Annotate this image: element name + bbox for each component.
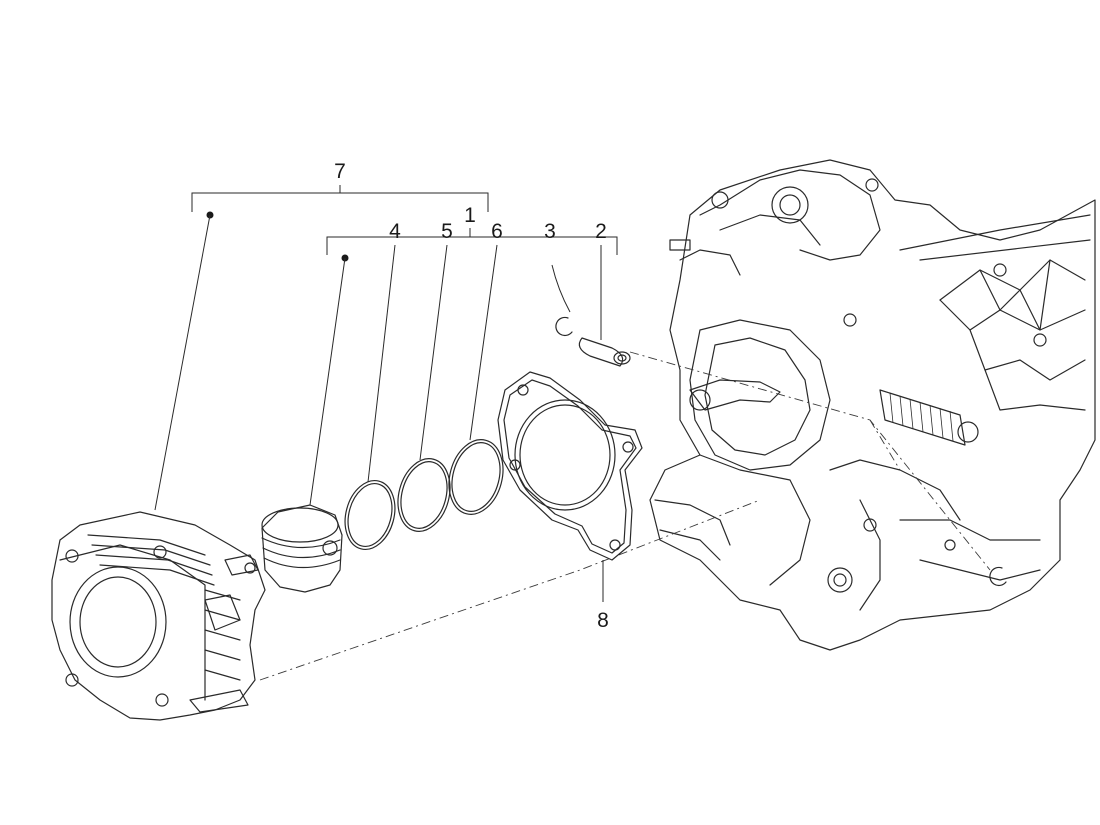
leader-lines bbox=[154, 211, 604, 602]
callout-1: 1 bbox=[464, 204, 476, 227]
assembly-axis-lines bbox=[259, 351, 991, 681]
piston-pin-clip bbox=[555, 316, 1007, 587]
callout-5: 5 bbox=[441, 220, 453, 243]
callout-3: 3 bbox=[544, 220, 556, 243]
group-bracket-1 bbox=[326, 228, 618, 255]
callout-8: 8 bbox=[597, 609, 609, 632]
group-bracket-7 bbox=[191, 185, 489, 212]
callout-7: 7 bbox=[334, 160, 346, 183]
callout-6: 6 bbox=[491, 220, 503, 243]
piston-rings bbox=[344, 439, 504, 550]
callout-2: 2 bbox=[595, 220, 607, 243]
crankcase-assembly bbox=[649, 159, 1096, 651]
piston bbox=[261, 504, 343, 593]
callout-4: 4 bbox=[389, 220, 401, 243]
piston-pin bbox=[578, 337, 631, 367]
cylinder bbox=[51, 511, 266, 721]
cylinder-gasket bbox=[497, 371, 643, 561]
